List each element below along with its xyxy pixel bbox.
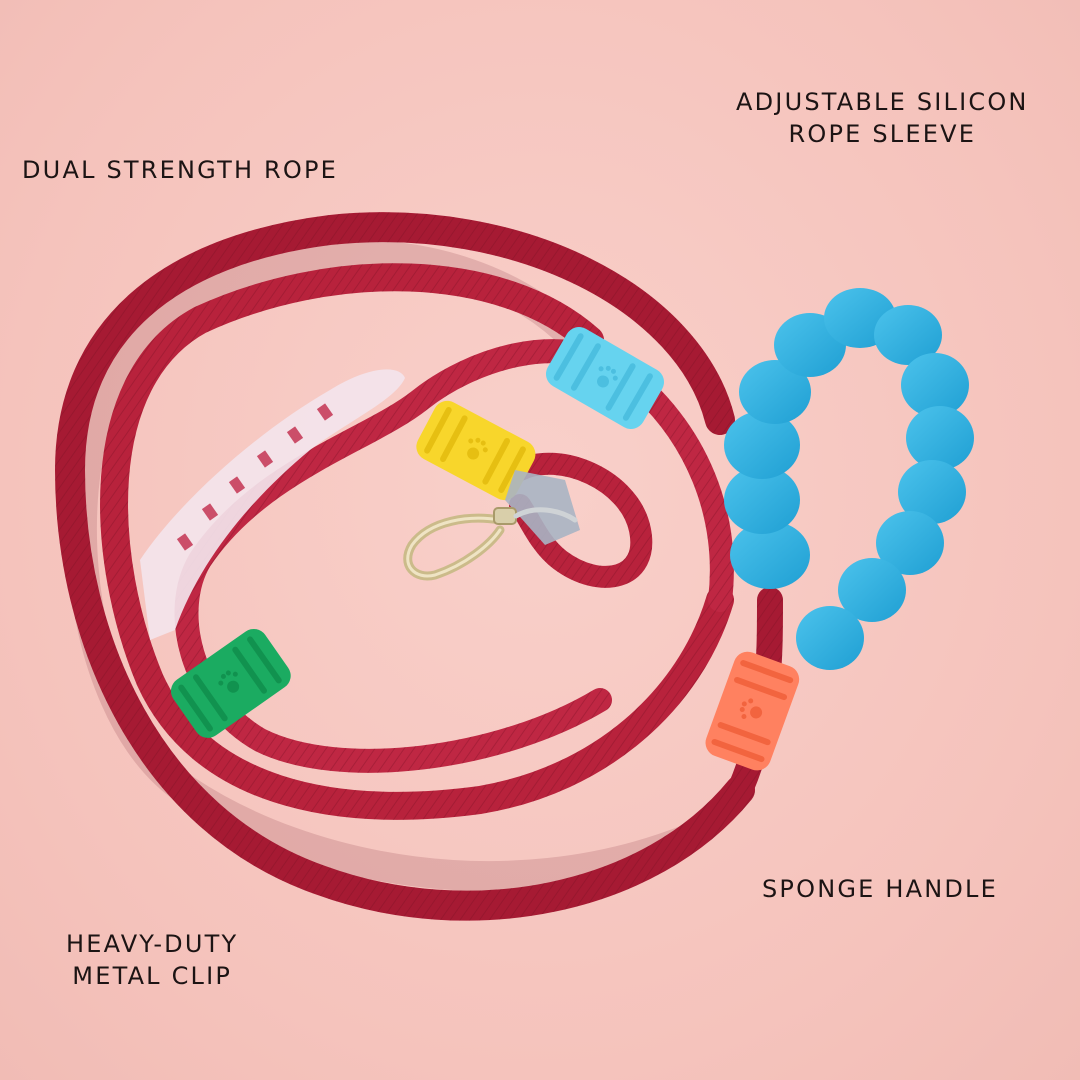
label-line: METAL CLIP	[72, 962, 233, 990]
paw-print-icon	[597, 365, 618, 388]
label-dual-strength-rope: DUAL STRENGTH ROPE	[22, 154, 338, 186]
paw-print-icon	[218, 670, 240, 693]
silicon-sleeve-orange	[705, 651, 800, 771]
label-line: SPONGE HANDLE	[762, 875, 998, 903]
silicon-sleeve-cyan	[545, 327, 665, 429]
paw-print-icon	[739, 698, 763, 720]
label-sponge-handle: SPONGE HANDLE	[762, 873, 998, 905]
label-line: HEAVY-DUTY	[66, 930, 239, 958]
rope-clip-holder	[140, 369, 405, 640]
metal-clip-icon	[403, 507, 578, 581]
sponge-handle	[724, 288, 974, 670]
silicon-sleeve-green	[170, 628, 291, 738]
paw-print-icon	[467, 437, 488, 460]
label-metal-clip: HEAVY-DUTY METAL CLIP	[66, 928, 238, 992]
label-line: ADJUSTABLE SILICON	[736, 88, 1029, 116]
label-adjustable-sleeve: ADJUSTABLE SILICON ROPE SLEEVE	[736, 86, 1029, 150]
label-line: ROPE SLEEVE	[788, 120, 977, 148]
label-line: DUAL STRENGTH ROPE	[22, 156, 339, 184]
silicon-sleeve-yellow	[416, 400, 536, 501]
